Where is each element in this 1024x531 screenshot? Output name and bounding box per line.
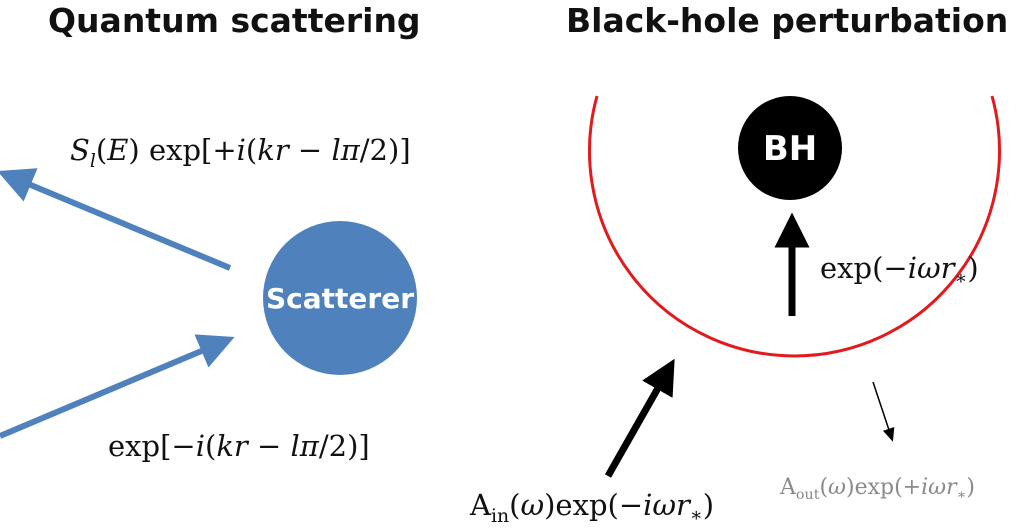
left-panel-title: Quantum scattering bbox=[48, 1, 421, 40]
incoming-wave-arrow-bh bbox=[604, 358, 675, 478]
outgoing-wave-arrow bbox=[0, 168, 232, 271]
scatterer-node bbox=[263, 221, 417, 375]
black-hole-label: BH bbox=[763, 129, 817, 169]
outgoing-wave-arrow-bh bbox=[872, 381, 895, 442]
black-hole-node bbox=[738, 96, 842, 200]
right-panel-title: Black-hole perturbation bbox=[566, 1, 1008, 40]
horizon-wave-formula: exp(−iωr∗) bbox=[820, 251, 979, 289]
incoming-wave-formula: exp[−i(kr − lπ/2)] bbox=[108, 429, 370, 463]
outgoing-wave-formula: Sl(E) exp[+i(kr − lπ/2)] bbox=[70, 133, 411, 172]
outgoing-wave-formula-bh: Aout(ω)exp(+iωr∗) bbox=[779, 475, 975, 503]
scatterer-label: Scatterer bbox=[266, 282, 414, 315]
incoming-wave-formula-bh: Ain(ω)exp(−iωr∗) bbox=[469, 488, 714, 527]
incoming-wave-arrow bbox=[0, 334, 235, 439]
horizon-arc bbox=[588, 95, 1001, 358]
